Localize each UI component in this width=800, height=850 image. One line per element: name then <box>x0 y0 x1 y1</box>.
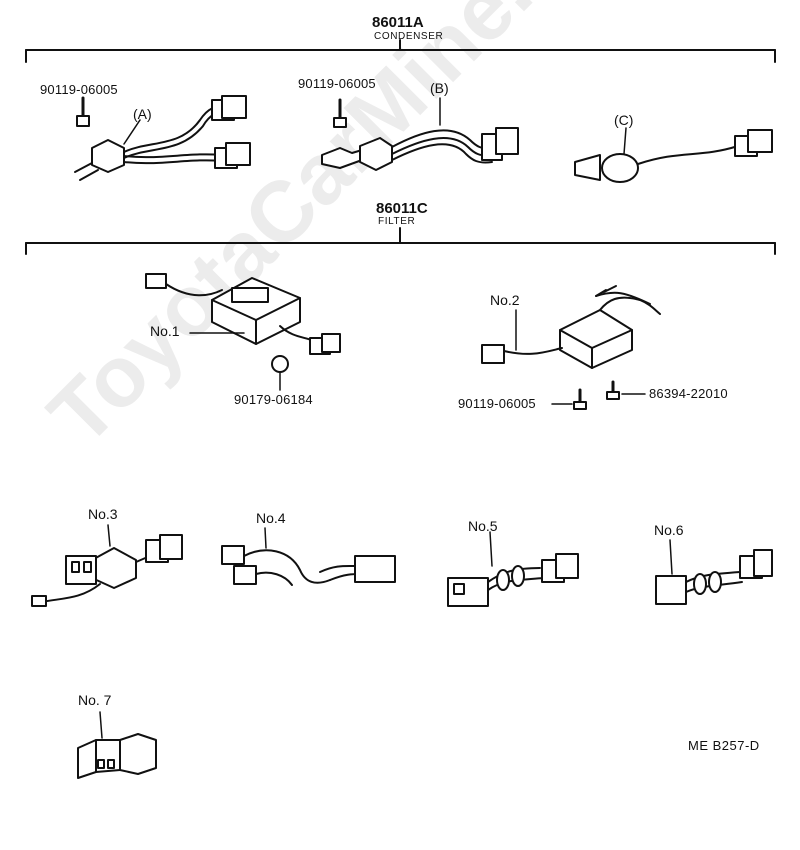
condenser-b <box>321 97 519 171</box>
callout-a: (A) <box>133 106 152 122</box>
callout-no5: No.5 <box>468 518 498 534</box>
condenser-a <box>74 95 251 181</box>
callout-no6: No.6 <box>654 522 684 538</box>
condenser-group-name: CONDENSER <box>374 31 444 42</box>
part-number-screw-no2: 90119-06005 <box>458 396 536 411</box>
callout-no4: No.4 <box>256 510 286 526</box>
condenser-group-code: 86011A <box>372 14 424 31</box>
reference-code: ME B257-D <box>688 738 760 753</box>
filter-no2 <box>481 285 661 410</box>
condenser-bracket <box>25 39 776 63</box>
filter-no4 <box>221 527 396 586</box>
part-number-nut-no1: 90179-06184 <box>234 392 313 407</box>
callout-no1: No.1 <box>150 323 180 339</box>
callout-b: (B) <box>430 80 449 96</box>
filter-no3 <box>31 524 183 607</box>
callout-no3: No.3 <box>88 506 118 522</box>
filter-group-name: FILTER <box>378 216 416 227</box>
part-number-screw-a: 90119-06005 <box>40 82 118 97</box>
filter-bracket <box>25 227 776 255</box>
filter-group-code: 86011C <box>376 200 428 217</box>
filter-no7 <box>77 711 157 779</box>
part-number-screw-b: 90119-06005 <box>298 76 376 91</box>
callout-c: (C) <box>614 112 634 128</box>
filter-no6 <box>655 539 773 605</box>
condenser-c <box>574 127 773 183</box>
part-number-screw-no2-b: 86394-22010 <box>649 386 728 401</box>
filter-no5 <box>447 531 579 607</box>
callout-no7: No. 7 <box>78 692 112 708</box>
filter-no1 <box>145 273 341 391</box>
callout-no2: No.2 <box>490 292 520 308</box>
